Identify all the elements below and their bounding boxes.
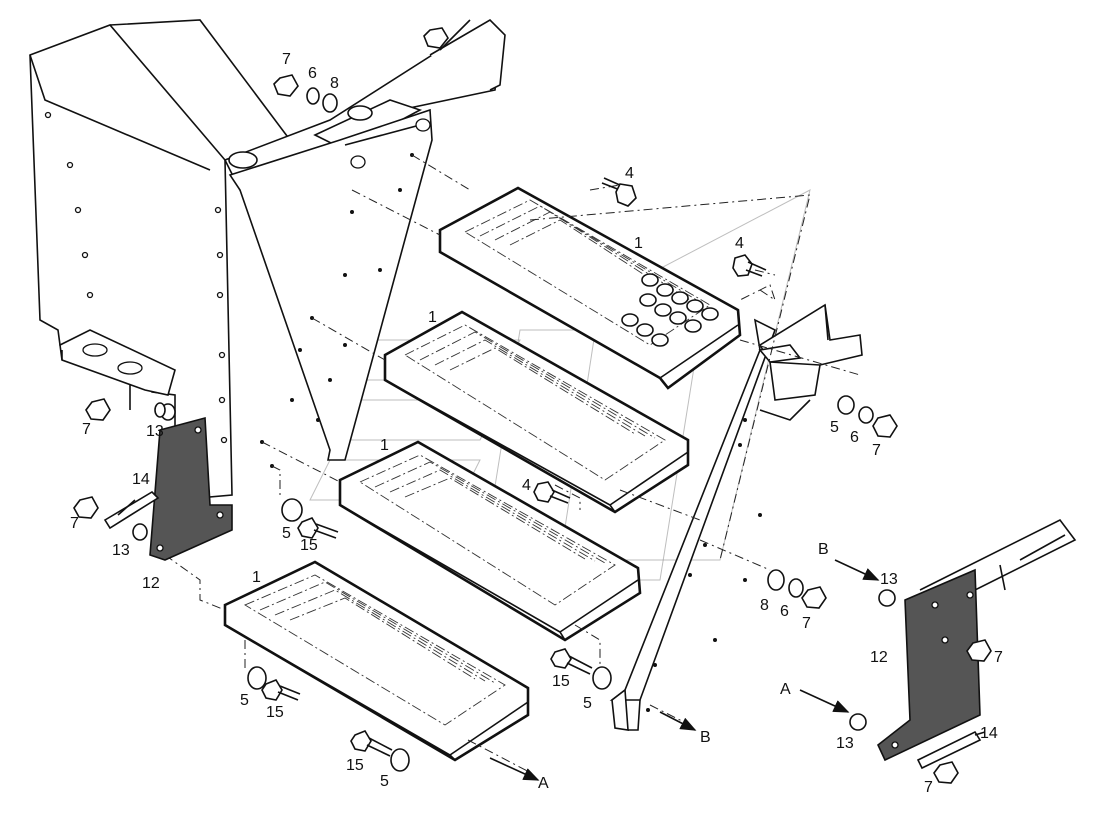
nut-7-rm [801, 586, 827, 609]
right-plate-12 [877, 568, 981, 762]
ref-label-a: A [538, 775, 549, 792]
label-12: 12 [870, 649, 888, 666]
bolt-15-rb [550, 648, 593, 675]
bolt-15-ml [297, 517, 339, 539]
hardware [73, 74, 992, 784]
label-14: 14 [132, 471, 150, 488]
label-13: 13 [880, 571, 898, 588]
label-1: 1 [634, 235, 643, 252]
bolt-15-bottom [350, 730, 393, 757]
washer-6-rt [858, 406, 874, 424]
label-12: 12 [142, 575, 160, 592]
right-stringer-holes [646, 418, 762, 712]
bushing-13-left-low [132, 523, 148, 541]
step-4 [223, 560, 530, 762]
label-4: 4 [625, 165, 634, 182]
label-4: 4 [735, 235, 744, 252]
left-side-panel [29, 19, 292, 501]
label-6: 6 [780, 603, 789, 620]
ref-label-b: B [700, 729, 711, 746]
washer-6-rm [788, 578, 804, 598]
label-7: 7 [994, 649, 1003, 666]
washer-5-ml [281, 498, 303, 522]
right-top-bracket [758, 303, 863, 421]
label-7: 7 [924, 779, 933, 796]
left-stringer [228, 108, 433, 468]
label-5: 5 [830, 419, 839, 436]
label-1: 1 [428, 309, 437, 326]
bushing-13-rd-low [849, 713, 867, 731]
bolt-4-middle [533, 481, 571, 504]
label-7: 7 [802, 615, 811, 632]
nut-7-rt [872, 414, 898, 438]
label-7: 7 [82, 421, 91, 438]
label-1: 1 [252, 569, 261, 586]
nut-7-rd [966, 639, 992, 662]
bushing-13-rd-top [878, 589, 896, 607]
washer-6-top [306, 87, 320, 105]
label-5: 5 [240, 692, 249, 709]
label-8: 8 [760, 597, 769, 614]
washer-8-top [322, 93, 338, 113]
label-15: 15 [300, 537, 318, 554]
label-15: 15 [346, 757, 364, 774]
callout-labels: 1 1 1 1 4 4 4 5 5 5 5 5 6 6 6 7 7 7 7 7 … [70, 51, 1003, 796]
bolt-15-ll [261, 679, 301, 701]
label-6: 6 [850, 429, 859, 446]
label-15: 15 [552, 673, 570, 690]
step-2 [383, 310, 690, 514]
ref-label-a: A [780, 681, 791, 698]
label-15: 15 [266, 704, 284, 721]
washer-5-rb [592, 666, 612, 690]
label-8: 8 [330, 75, 339, 92]
label-14: 14 [980, 725, 998, 742]
nut-7-rd-low [933, 761, 959, 784]
label-13: 13 [112, 542, 130, 559]
label-5: 5 [380, 773, 389, 790]
reference-arrows [489, 559, 880, 781]
label-7: 7 [70, 515, 79, 532]
label-7: 7 [282, 51, 291, 68]
step-3 [338, 440, 642, 642]
label-6: 6 [308, 65, 317, 82]
label-7: 7 [872, 442, 881, 459]
label-1: 1 [380, 437, 389, 454]
label-4: 4 [522, 477, 531, 494]
step-1 [438, 186, 742, 390]
bolt-4-right [732, 254, 767, 277]
step-1-rollers [621, 273, 719, 347]
left-plate-12 [149, 416, 233, 561]
washer-5-bottom [390, 748, 410, 772]
ref-label-b: B [818, 541, 829, 558]
right-stringer [609, 318, 776, 731]
left-bracket [59, 329, 176, 410]
washer-5-rt [837, 395, 855, 415]
label-5: 5 [282, 525, 291, 542]
label-13: 13 [836, 735, 854, 752]
nut-7-left-low [73, 496, 99, 519]
nut-7-top [273, 74, 299, 97]
top-frame [223, 18, 506, 191]
strip-14-left [103, 490, 160, 530]
washer-8-rm [767, 569, 785, 591]
label-5: 5 [583, 695, 592, 712]
strip-14-rd [916, 730, 982, 770]
nut-7-left [85, 398, 111, 421]
panel-holes [44, 111, 228, 444]
washer-5-ll [247, 666, 267, 690]
bolt-4-top [601, 177, 637, 207]
label-13: 13 [146, 423, 164, 440]
